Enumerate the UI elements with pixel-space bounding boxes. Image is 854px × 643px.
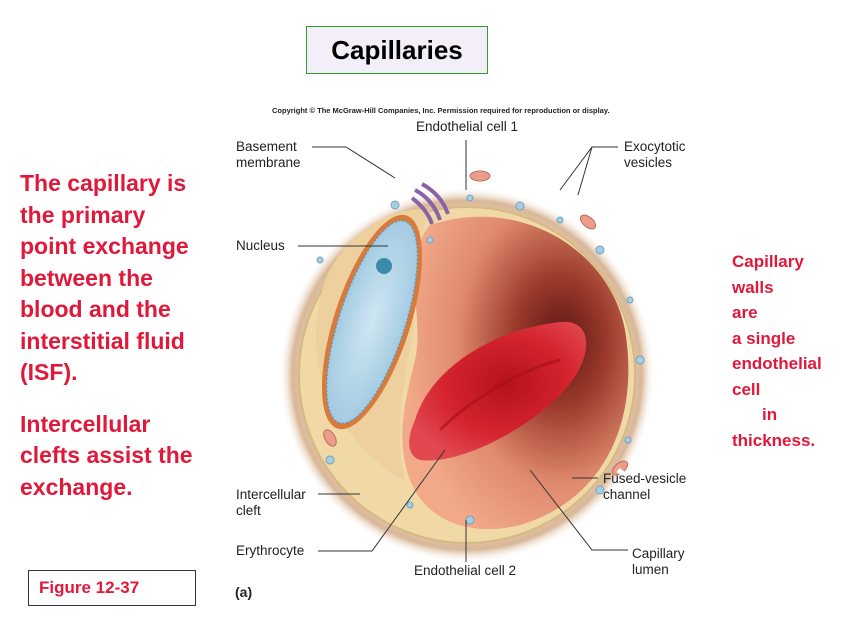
vesicles-icon xyxy=(316,194,645,525)
label-line: Basement xyxy=(236,139,297,154)
fused-vesicle-channel-icon xyxy=(616,467,634,483)
label-line: vesicles xyxy=(624,155,673,170)
label-line: Fused-vesicle xyxy=(603,471,687,486)
text-line: are xyxy=(732,303,758,322)
text-line: interstitial fluid xyxy=(20,327,185,354)
label-line: Exocytotic xyxy=(624,139,686,154)
leader-lines xyxy=(298,140,628,562)
nucleus-icon xyxy=(321,214,423,430)
text-line: cell xyxy=(732,379,761,399)
title-box: Capillaries xyxy=(306,26,488,74)
label-exocytotic-vesicles: Exocytotic vesicles xyxy=(624,139,686,171)
leader-erythrocyte xyxy=(318,449,446,552)
label-line: Capillary xyxy=(632,546,685,561)
label-line: lumen xyxy=(632,562,669,577)
label-line: Intercellular xyxy=(236,487,306,502)
left-explanation: The capillary is the primary point excha… xyxy=(20,168,230,503)
panel-label: (a) xyxy=(235,584,253,600)
left-paragraph-1: The capillary is the primary point excha… xyxy=(20,168,230,389)
text-line: The capillary is xyxy=(20,170,187,196)
right-explanation: Capillary walls are a single endothelial… xyxy=(732,249,850,453)
text-line: thickness. xyxy=(732,430,816,450)
text-line: blood and the xyxy=(20,296,171,322)
label-endothelial-cell-1: Endothelial cell 1 xyxy=(416,119,519,134)
text-line: in xyxy=(762,405,778,424)
text-line: Intercellular xyxy=(20,410,151,437)
label-intercellular-cleft: Intercellular cleft xyxy=(236,487,306,519)
text-line: between the xyxy=(20,264,153,291)
text-line: exchange. xyxy=(20,473,133,500)
label-basement-membrane: Basement membrane xyxy=(236,139,301,171)
label-fused-vesicle-channel: Fused-vesicle channel xyxy=(603,471,686,503)
text-line: point exchange xyxy=(20,233,189,259)
text-line: walls xyxy=(732,277,774,297)
leader-capillary-lumen xyxy=(529,469,628,551)
text-line: (ISF). xyxy=(20,359,78,385)
label-erythrocyte: Erythrocyte xyxy=(236,543,305,558)
left-paragraph-2: Intercellular clefts assist the exchange… xyxy=(20,409,230,504)
leader-exocytotic-vesicles xyxy=(559,146,618,196)
text-line: a single xyxy=(732,328,796,348)
text-line: the primary xyxy=(20,201,146,228)
text-line: clefts assist the xyxy=(20,442,193,468)
text-line: Capillary xyxy=(732,252,804,271)
erythrocyte-icon xyxy=(409,321,587,461)
label-line: membrane xyxy=(236,155,301,170)
label-nucleus: Nucleus xyxy=(236,238,285,253)
leader-basement-membrane xyxy=(312,146,396,179)
page-title: Capillaries xyxy=(331,34,463,65)
copyright-notice: Copyright © The McGraw-Hill Companies, I… xyxy=(272,106,610,115)
figure-label-box: Figure 12-37 xyxy=(28,570,196,606)
golgi-icon xyxy=(410,182,450,225)
figure-label: Figure 12-37 xyxy=(39,578,140,597)
mitochondria-icon xyxy=(323,170,629,476)
text-line: endothelial xyxy=(732,354,822,373)
label-capillary-lumen: Capillary lumen xyxy=(632,546,685,578)
label-endothelial-cell-2: Endothelial cell 2 xyxy=(414,563,517,578)
label-line: cleft xyxy=(236,503,261,518)
label-line: channel xyxy=(603,487,651,502)
